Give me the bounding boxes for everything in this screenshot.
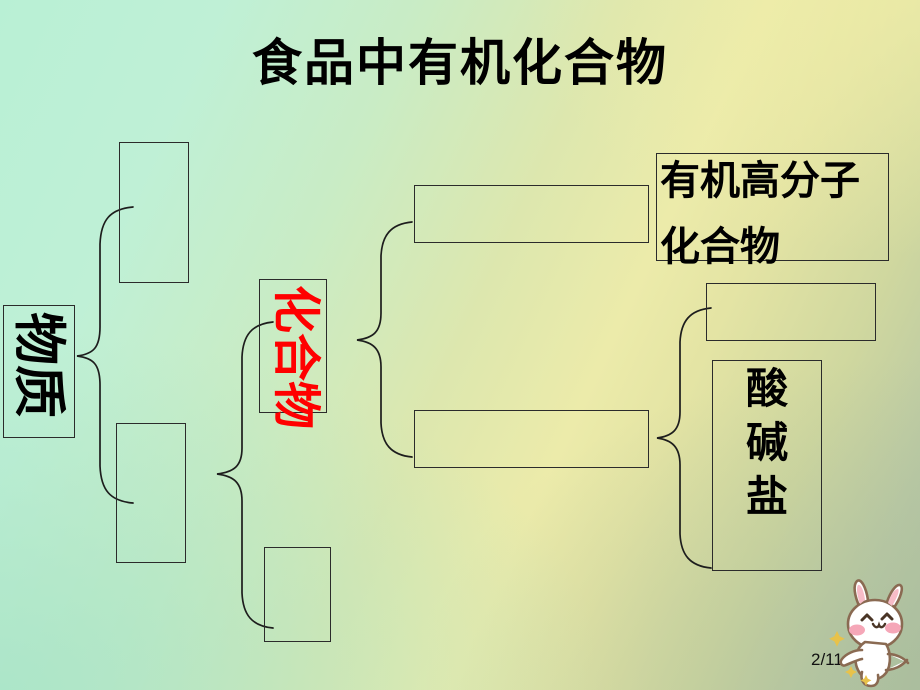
node-acid-base-salt-label: 酸 碱 盐 — [745, 367, 788, 521]
node-blank-right-middle[interactable] — [706, 283, 876, 341]
brace-compound — [356, 221, 413, 458]
node-blank-lower-middle[interactable] — [414, 410, 649, 468]
node-acid-base-salt-box[interactable] — [712, 360, 822, 571]
node-substance-box[interactable] — [3, 305, 75, 438]
node-blank-upper-left[interactable] — [119, 142, 189, 283]
node-compound-label: 化合物 — [269, 285, 322, 430]
rabbit-mascot — [829, 579, 910, 688]
node-substance-label: 物质 — [9, 312, 67, 418]
node-compound-box[interactable] — [259, 279, 327, 413]
page-number: 2/11 — [811, 650, 843, 669]
page-title: 食品中有机化合物 — [252, 35, 668, 91]
brace-inorganic — [656, 307, 712, 569]
node-organic-macromolecule-box[interactable] — [656, 153, 889, 261]
node-blank-lower-left[interactable] — [116, 423, 186, 563]
node-blank-bottom-small[interactable] — [264, 547, 331, 642]
node-blank-upper-middle[interactable] — [414, 185, 649, 243]
node-organic-macromolecule-label: 有机高分子 化合物 — [660, 158, 860, 269]
